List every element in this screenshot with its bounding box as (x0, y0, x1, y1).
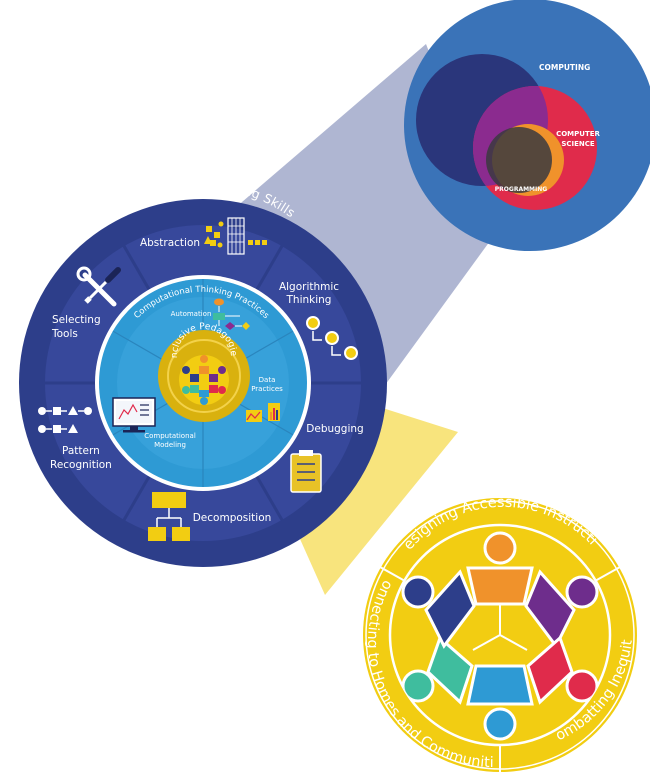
practice-data-label-2: Practices (251, 385, 283, 393)
computing-label: COMPUTING (539, 63, 590, 72)
skill-algorithmic-label: Algorithmic (279, 281, 339, 293)
skill-pattern-label: Pattern (62, 445, 100, 457)
people-circle-icon (401, 531, 599, 741)
skill-debugging-label: Debugging (306, 423, 363, 435)
computer-science-label-2: SCIENCE (561, 140, 595, 148)
computer-science-label: COMPUTER (556, 130, 600, 138)
practice-modeling-label-2: Modeling (154, 441, 186, 449)
checklist-clipboard-icon (290, 450, 322, 493)
skill-algorithmic-label-2: Thinking (286, 294, 332, 306)
abstraction-icon (204, 217, 267, 255)
flowchart-icon (213, 298, 250, 330)
practice-automation-label: Automation (171, 310, 212, 318)
monitor-model-icon (112, 397, 156, 433)
data-charts-icon (246, 403, 280, 422)
pattern-shapes-icon (38, 406, 92, 433)
programming-overlap (486, 127, 552, 193)
algorithm-flow-icon (306, 316, 358, 360)
practice-modeling-label: Computational (144, 432, 196, 440)
skill-selecting-label-2: Tools (51, 328, 78, 340)
programming-label: PROGRAMMING (495, 186, 548, 193)
skill-decomposition-label: Decomposition (193, 512, 272, 524)
skill-pattern-label-2: Recognition (50, 459, 112, 471)
wrench-screwdriver-icon (76, 266, 121, 307)
pedagogies-dividers (379, 566, 621, 772)
skill-selecting-label: Selecting (52, 314, 101, 326)
small-people-circle-icon (182, 355, 226, 405)
practice-data-label: Data (259, 376, 276, 384)
core-ring (167, 339, 241, 413)
skill-abstraction-label: Abstraction (140, 237, 200, 249)
decomposition-icon (148, 492, 190, 541)
computing-venn: COMPUTING COMPUTER SCIENCE PROGRAMMING (404, 0, 650, 251)
